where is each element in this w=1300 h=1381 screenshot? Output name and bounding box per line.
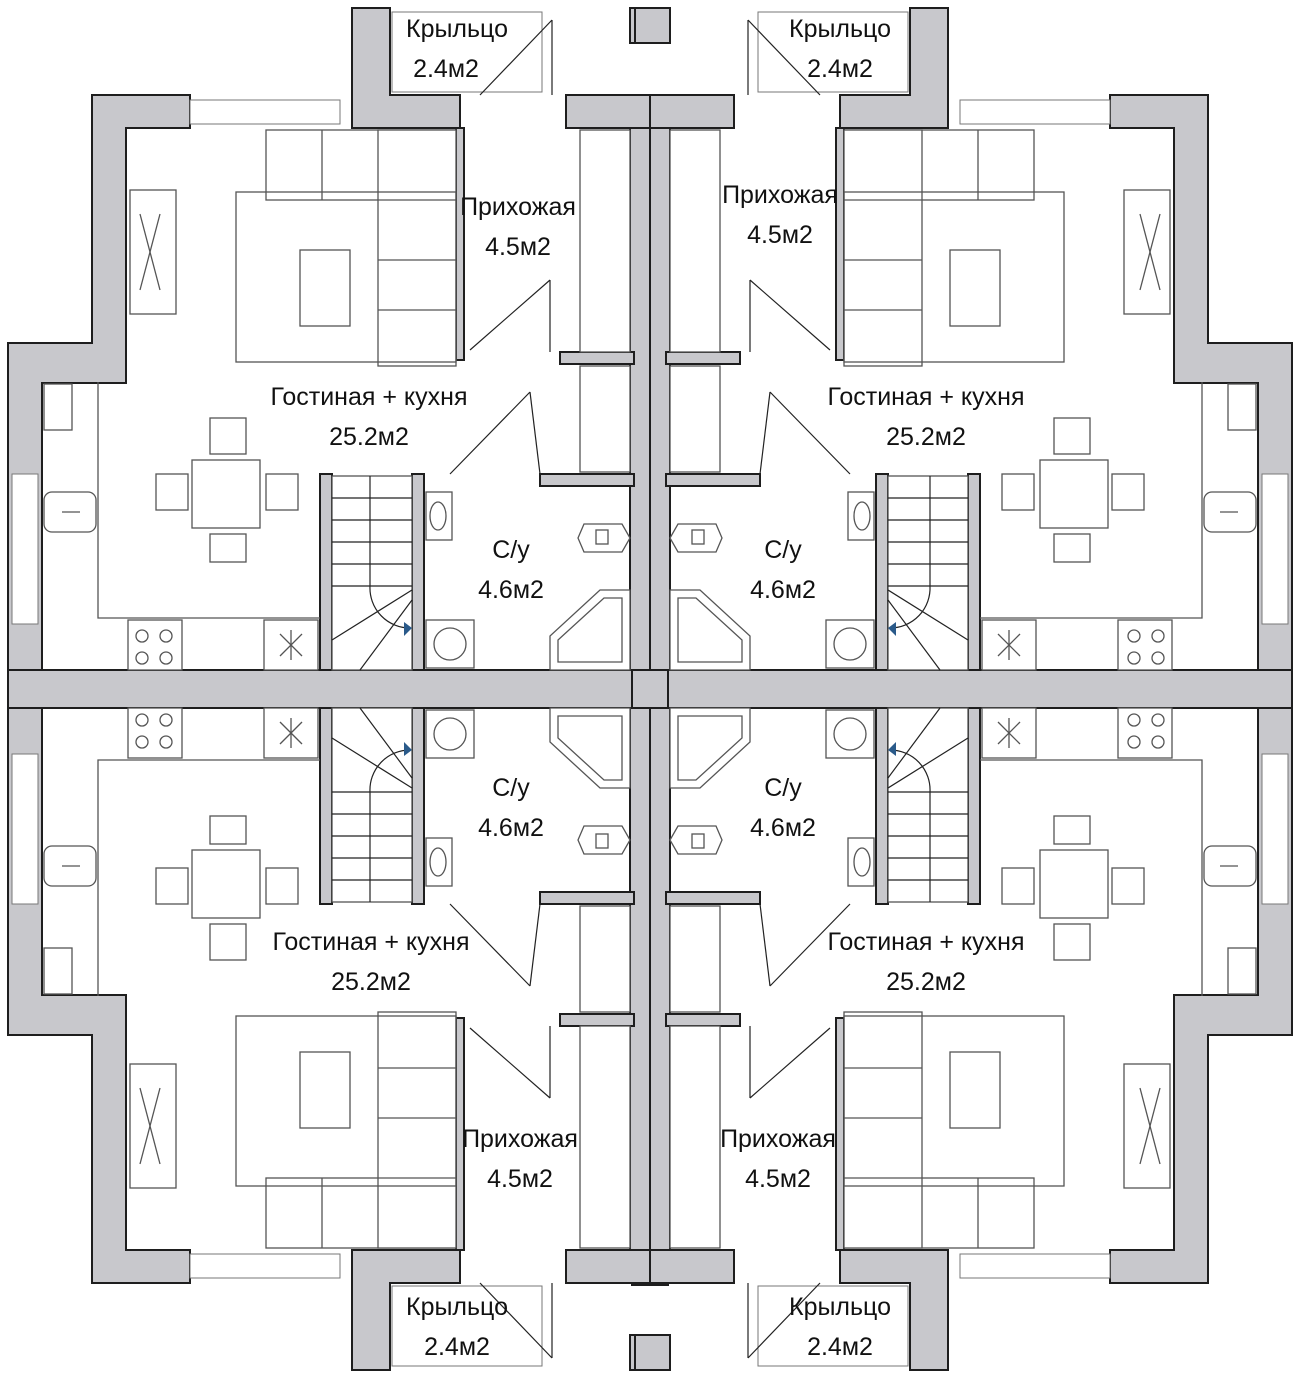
porch-name: Крыльцо	[406, 1293, 508, 1321]
living-name: Гостиная + кухня	[828, 383, 1025, 411]
porch-area: 2.4м2	[413, 55, 479, 83]
porch-name: Крыльцо	[406, 15, 508, 43]
hall-area: 4.5м2	[487, 1165, 553, 1193]
living-area: 25.2м2	[331, 968, 411, 996]
bath-name: С/у	[492, 774, 530, 802]
living-name: Гостиная + кухня	[828, 928, 1025, 956]
porch-area: 2.4м2	[424, 1333, 490, 1361]
bath-name: С/у	[764, 536, 802, 564]
living-area: 25.2м2	[329, 423, 409, 451]
porch-name: Крыльцо	[789, 1293, 891, 1321]
porch-area: 2.4м2	[807, 55, 873, 83]
living-name: Гостиная + кухня	[273, 928, 470, 956]
unit-top-left	[7, 7, 666, 671]
bath-area: 4.6м2	[478, 814, 544, 842]
hall-area: 4.5м2	[745, 1165, 811, 1193]
unit-bottom-left	[7, 707, 666, 1371]
porch-area: 2.4м2	[807, 1333, 873, 1361]
hall-area: 4.5м2	[747, 221, 813, 249]
living-area: 25.2м2	[886, 968, 966, 996]
bath-area: 4.6м2	[478, 576, 544, 604]
hall-name: Прихожая	[720, 1125, 836, 1153]
bath-name: С/у	[492, 536, 530, 564]
bath-name: С/у	[764, 774, 802, 802]
bath-area: 4.6м2	[750, 814, 816, 842]
porch-name: Крыльцо	[789, 15, 891, 43]
unit-bottom-right	[634, 707, 1293, 1371]
hall-name: Прихожая	[722, 181, 838, 209]
hall-area: 4.5м2	[485, 233, 551, 261]
hall-name: Прихожая	[462, 1125, 578, 1153]
bath-area: 4.6м2	[750, 576, 816, 604]
unit-top-right	[634, 7, 1293, 671]
living-area: 25.2м2	[886, 423, 966, 451]
living-name: Гостиная + кухня	[271, 383, 468, 411]
hall-name: Прихожая	[460, 193, 576, 221]
